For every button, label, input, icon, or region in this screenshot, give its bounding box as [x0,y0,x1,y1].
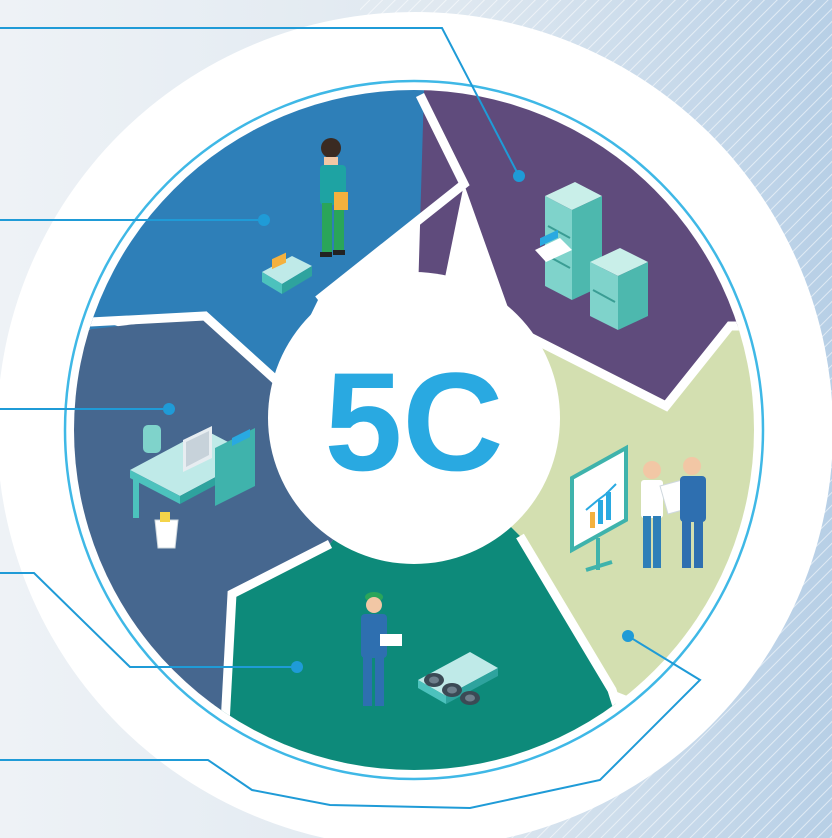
connector-dot-bottom [291,661,303,673]
connector-dot-upper-right [513,170,525,182]
connectors [0,27,702,810]
connector-bottom [0,572,297,668]
connector-dot-upper-left [258,214,270,226]
connector-upper-right [0,27,520,177]
connector-dot-right [622,630,634,642]
segment-bottom [200,430,640,770]
filing-cabinets-icon [535,182,648,330]
connector-dots [163,170,634,673]
connector-right [0,635,702,810]
connector-dot-left [163,403,175,415]
center-circle [268,272,560,564]
segment-outline [63,79,765,781]
worker-inspecting-pipes-icon [361,592,498,706]
presentation-board-meeting-icon [570,444,706,572]
person-with-file-box-icon [262,138,348,294]
center-label: 5C [325,343,504,500]
office-desk-icon [130,425,255,549]
